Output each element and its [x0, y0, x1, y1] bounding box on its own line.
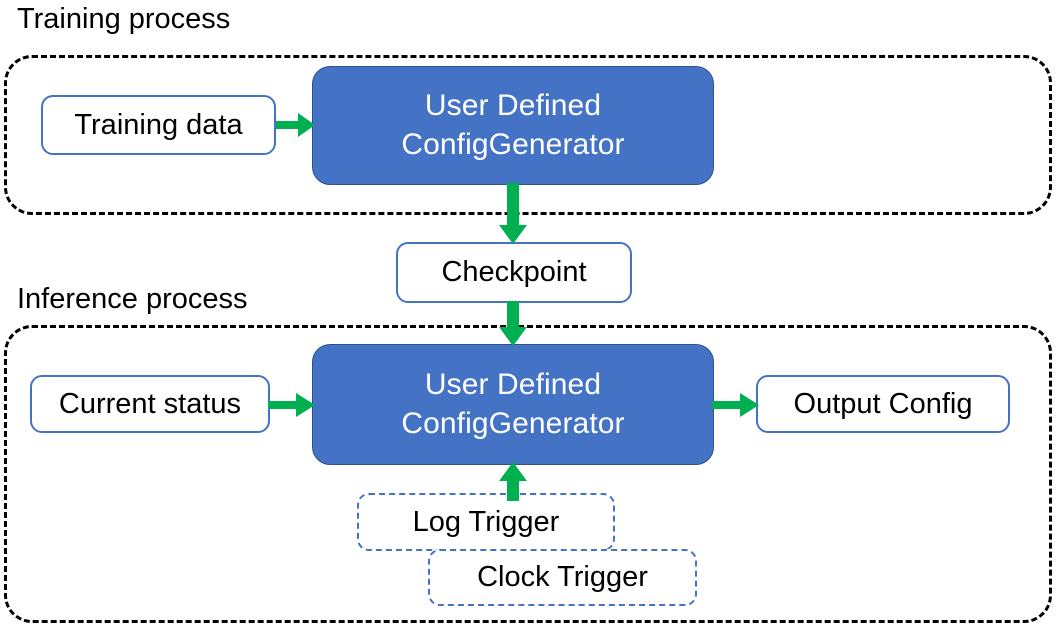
node-inference-generator-line1: User Defined	[424, 368, 602, 402]
arrow-training-data-to-generator-icon	[276, 113, 315, 137]
node-checkpoint-label: Checkpoint	[441, 256, 587, 288]
node-training-generator-line1: User Defined	[424, 89, 602, 123]
node-inference-generator-text: User Defined ConfigGenerator	[401, 366, 624, 443]
arrow-checkpoint-to-generator-icon	[499, 301, 527, 346]
node-training-data-label: Training data	[74, 108, 243, 141]
node-log-trigger[interactable]: Log Trigger	[357, 493, 615, 551]
arrow-generator-to-output-config-icon	[712, 393, 759, 417]
arrow-current-status-to-generator-icon	[268, 393, 315, 417]
node-clock-trigger[interactable]: Clock Trigger	[428, 549, 697, 606]
inference-process-container	[4, 325, 1052, 623]
node-current-status-label: Current status	[58, 387, 242, 420]
training-process-label: Training process	[17, 3, 231, 35]
inference-process-label: Inference process	[17, 283, 248, 315]
arrow-generator-to-checkpoint-icon	[499, 183, 527, 244]
node-training-user-defined-configgenerator[interactable]: User Defined ConfigGenerator	[312, 66, 714, 185]
node-checkpoint[interactable]: Checkpoint	[396, 242, 632, 303]
node-training-generator-line2: ConfigGenerator	[401, 127, 625, 161]
node-training-generator-text: User Defined ConfigGenerator	[401, 87, 624, 164]
node-training-data[interactable]: Training data	[41, 95, 276, 155]
node-inference-generator-line2: ConfigGenerator	[401, 406, 625, 440]
arrow-trigger-to-generator-icon	[499, 462, 527, 501]
node-output-config-label: Output Config	[793, 387, 973, 420]
node-inference-user-defined-configgenerator[interactable]: User Defined ConfigGenerator	[312, 344, 714, 465]
node-current-status[interactable]: Current status	[30, 375, 270, 433]
node-clock-trigger-label: Clock Trigger	[477, 561, 648, 593]
node-output-config[interactable]: Output Config	[756, 375, 1010, 433]
training-process-container	[4, 55, 1052, 215]
node-log-trigger-label: Log Trigger	[412, 505, 560, 538]
